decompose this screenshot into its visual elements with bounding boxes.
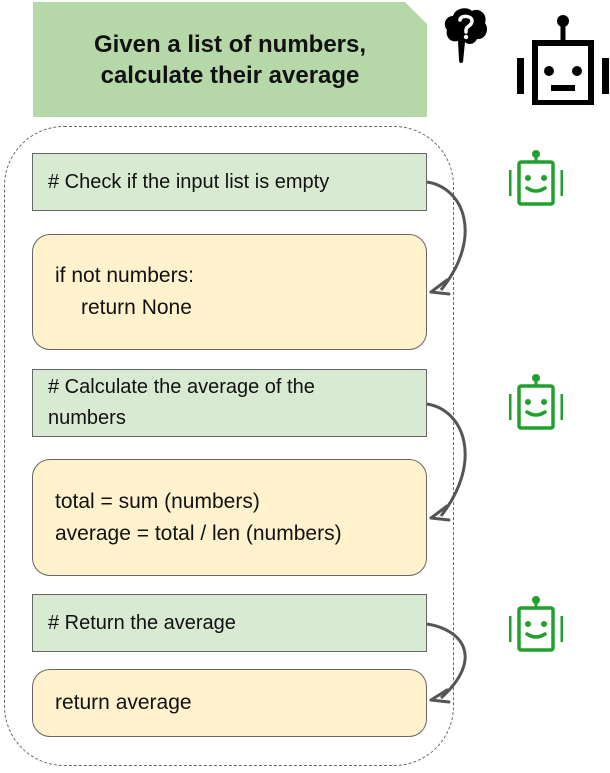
step-3-smiling-robot-icon: [509, 596, 563, 652]
step-1-comment-text: # Check if the input list is empty: [48, 170, 330, 193]
step-2-arrow-icon: [426, 402, 467, 522]
step-1-code-line-1: if not numbers:: [55, 264, 194, 287]
task-prompt-box: Given a list of numbers, calculate their…: [33, 2, 427, 117]
task-prompt-line-1: Given a list of numbers,: [93, 30, 367, 58]
step-2-smiling-robot-icon: [509, 374, 563, 430]
thought-bubble-question-icon: [444, 8, 488, 64]
step-3-code-box: return average: [32, 669, 427, 737]
step-1-code-line-2: return None: [81, 296, 192, 319]
step-3-arrow-icon: [426, 622, 467, 704]
task-prompt-line-2: calculate their average: [100, 61, 360, 89]
step-2-code-line-2: average = total / len (numbers): [55, 521, 342, 545]
step-1-arrow-icon: [426, 180, 467, 296]
step-3-code-text: return average: [55, 691, 192, 714]
step-2-comment-box: # Calculate the average of the numbers: [32, 369, 427, 437]
robot-icon: [517, 15, 609, 105]
generation-process-container: [4, 126, 454, 766]
step-2-code-box: total = sum (numbers) average = total / …: [32, 459, 427, 576]
task-prompt-text: Given a list of numbers, calculate their…: [94, 29, 366, 91]
step-1-smiling-robot-icon: [509, 150, 563, 206]
step-1-comment-box: # Check if the input list is empty: [32, 153, 427, 211]
step-2-comment-line-1: # Calculate the average of the: [48, 376, 315, 398]
step-3-comment-text: # Return the average: [48, 611, 236, 634]
step-2-code-line-1: total = sum (numbers): [55, 489, 260, 513]
step-2-comment-line-2: numbers: [48, 407, 126, 429]
step-1-code-box: if not numbers: return None: [32, 234, 427, 350]
step-3-comment-box: # Return the average: [32, 594, 427, 652]
